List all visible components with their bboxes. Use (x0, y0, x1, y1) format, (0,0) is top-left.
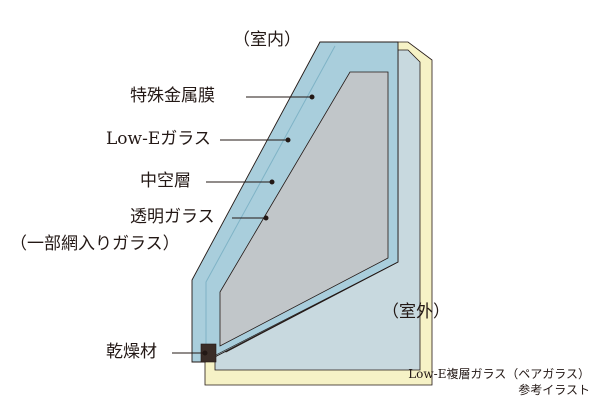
label-outdoor: （室外） (382, 302, 450, 322)
label-desiccant: 乾燥材 (106, 342, 157, 362)
label-clear-glass: 透明ガラス (130, 207, 215, 227)
label-indoor: （室内） (233, 30, 301, 50)
caption: Low-E複層ガラス（ペアガラス） 参考イラスト (408, 366, 590, 398)
caption-line-1: Low-E複層ガラス（ペアガラス） (408, 367, 590, 381)
label-hollow-layer: 中空層 (140, 171, 191, 191)
metal-film-line (205, 45, 336, 360)
label-special-metal-film: 特殊金属膜 (130, 86, 215, 106)
front-glass-face (219, 71, 389, 347)
caption-line-2: 参考イラスト (518, 383, 590, 398)
label-clear-glass-note: （一部網入りガラス） (10, 234, 180, 254)
label-low-e-glass: Low-Eガラス (106, 129, 211, 149)
